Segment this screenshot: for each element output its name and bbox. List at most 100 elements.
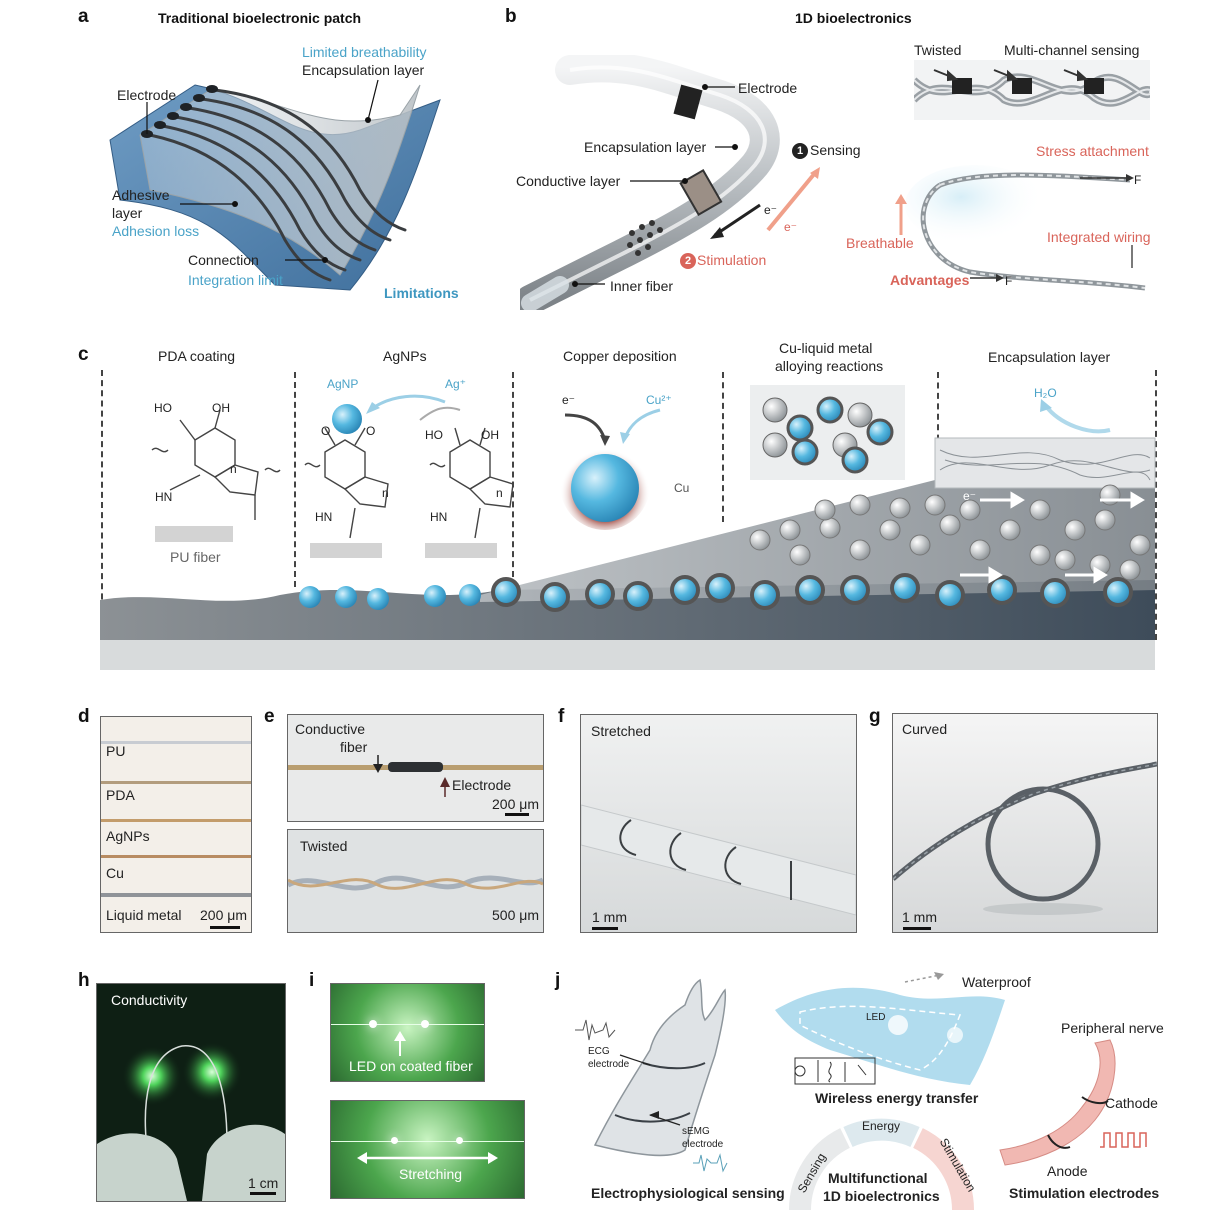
- layer-label-pu: PU: [106, 743, 126, 759]
- curved-label: Curved: [902, 721, 948, 737]
- arm-illustration: [575, 978, 728, 1173]
- cu-lm-label-1: Cu-liquid metal: [779, 340, 873, 356]
- stress-attachment-label: Stress attachment: [1036, 143, 1149, 159]
- pu-fiber-label: PU fiber: [170, 549, 221, 565]
- electrode-label-e: Electrode: [452, 777, 512, 793]
- electrophysiological-sensing-label: Electrophysiological sensing: [591, 1185, 785, 1201]
- anode-label: Anode: [1047, 1163, 1088, 1179]
- cu-label: Cu: [674, 481, 690, 495]
- n-label-ag2: n: [496, 486, 503, 500]
- electron-label-1: e⁻: [764, 203, 778, 217]
- advantages-label: Advantages: [890, 272, 970, 288]
- pda-coating-label: PDA coating: [158, 348, 236, 364]
- layer-photo: [100, 716, 252, 933]
- conductivity-photo: [96, 983, 286, 1202]
- scale-label-d: 200 μm: [200, 907, 247, 923]
- advantages-illustration: [895, 165, 1146, 291]
- n-label-ag1: n: [382, 486, 389, 500]
- layer-label: layer: [112, 205, 143, 221]
- o-label-1: O: [321, 424, 331, 438]
- twisted-label-e: Twisted: [300, 838, 348, 854]
- led-fiber-photo: [330, 983, 485, 1082]
- panel-d-label: d: [78, 706, 90, 727]
- limited-breathability-label: Limited breathability: [302, 44, 427, 60]
- led-label-j: LED: [866, 1012, 886, 1023]
- ag-plus-label: Ag⁺: [445, 377, 467, 391]
- force-label-bottom: F: [1005, 274, 1013, 288]
- wireless-energy-transfer-label: Wireless energy transfer: [815, 1090, 979, 1106]
- panel-a-label: a: [78, 6, 89, 27]
- encapsulation-layer-label-b: Encapsulation layer: [584, 139, 707, 155]
- adhesive-label: Adhesive: [112, 187, 170, 203]
- o-label-2: O: [366, 424, 376, 438]
- e-minus-label-encap: e⁻: [963, 489, 977, 503]
- fiber-illustration: [520, 55, 820, 310]
- force-label-top: F: [1134, 173, 1142, 187]
- panel-a-title: Traditional bioelectronic patch: [158, 10, 362, 26]
- peripheral-nerve-label: Peripheral nerve: [1061, 1020, 1164, 1036]
- multifunctional-label-2: 1D bioelectronics: [823, 1188, 940, 1204]
- scale-label-g: 1 mm: [902, 909, 937, 925]
- panel-h-label: h: [78, 970, 90, 991]
- connection-label: Connection: [188, 252, 259, 268]
- divider-2: [294, 372, 296, 587]
- ecg-label-2: electrode: [588, 1059, 630, 1070]
- stretching-photo: [330, 1100, 525, 1199]
- agnps-label-c: AgNPs: [383, 348, 427, 364]
- led-coated-fiber-label: LED on coated fiber: [349, 1058, 473, 1074]
- adhesion-loss-label: Adhesion loss: [112, 223, 200, 239]
- waterproof-label: Waterproof: [962, 974, 1031, 990]
- cu-lm-label-2: alloying reactions: [775, 358, 884, 374]
- electrode-label-a: Electrode: [117, 87, 177, 103]
- electrode-arrows: [373, 755, 450, 797]
- energy-label: Energy: [862, 1119, 901, 1133]
- panel-b-title: 1D bioelectronics: [795, 10, 912, 26]
- stretch-arrow: [357, 1152, 498, 1164]
- panel-f-label: f: [558, 706, 565, 727]
- panel-j-label: j: [555, 970, 561, 991]
- pu-fiber-bar: [155, 526, 233, 542]
- ecg-label-1: ECG: [588, 1046, 610, 1057]
- fiber-label-e: fiber: [340, 739, 368, 755]
- stretching-label: Stretching: [399, 1166, 463, 1182]
- ho-label-ag2: HO: [425, 428, 443, 442]
- panel-g-label: g: [869, 706, 881, 727]
- layer-label-pda: PDA: [106, 787, 135, 803]
- hn-label-ag1: HN: [315, 510, 333, 524]
- electrode-label-b: Electrode: [738, 80, 798, 96]
- hn-label-ag2: HN: [430, 510, 448, 524]
- stretched-photo: [580, 714, 857, 933]
- electron-label-2: e⁻: [784, 220, 798, 234]
- integrated-wiring-label: Integrated wiring: [1047, 229, 1151, 245]
- limitations-label: Limitations: [384, 285, 459, 301]
- hn-label-pda: HN: [155, 490, 173, 504]
- encapsulation-layer-label-a: Encapsulation layer: [302, 62, 425, 78]
- encapsulation-layer-label-c: Encapsulation layer: [988, 349, 1111, 365]
- twisted-fiber-photo: [287, 829, 544, 933]
- conductive-fiber-photo: [287, 714, 544, 822]
- layer-label-liquid-metal: Liquid metal: [106, 907, 182, 923]
- nerve-illustration: [999, 1039, 1147, 1166]
- curved-photo: [892, 713, 1158, 933]
- h2o-label: H₂O: [1034, 386, 1057, 400]
- scale-label-e-top: 200 μm: [492, 796, 539, 812]
- patch-illustration: [109, 79, 441, 291]
- semg-label-1: sEMG: [682, 1126, 710, 1137]
- panel-c-label: c: [78, 344, 89, 365]
- twisted-label-b: Twisted: [914, 42, 962, 58]
- agnp-sphere-row: [299, 573, 1133, 612]
- sensing-label-b: Sensing: [810, 142, 861, 158]
- inner-fiber-label: Inner fiber: [610, 278, 674, 294]
- stimulation-electrodes-label: Stimulation electrodes: [1009, 1185, 1160, 1201]
- oh-label-ag2: OH: [481, 428, 499, 442]
- oh-label-pda: OH: [212, 401, 230, 415]
- scale-bar-h: [250, 1192, 276, 1195]
- n-label-pda: n: [230, 462, 237, 476]
- layer-label-agnps: AgNPs: [106, 828, 150, 844]
- panel-i-label: i: [309, 970, 315, 991]
- scale-bar-d: [210, 926, 240, 929]
- scale-label-h: 1 cm: [248, 1175, 279, 1191]
- layer-label-cu: Cu: [106, 865, 124, 881]
- twisted-multichannel-illustration: [914, 60, 1150, 120]
- integration-limit-label: Integration limit: [188, 272, 283, 288]
